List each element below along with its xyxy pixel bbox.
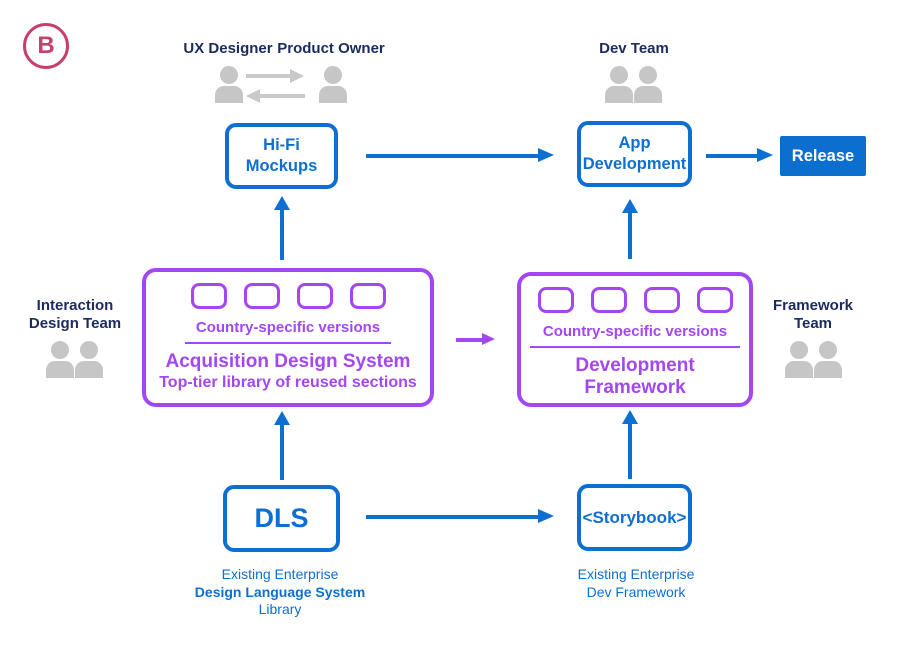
person-head-icon bbox=[220, 66, 238, 84]
devframework-title-line1: Development bbox=[575, 355, 695, 376]
arrow-head-icon bbox=[757, 148, 773, 162]
arrow-shaft bbox=[628, 422, 632, 479]
node-dls: DLS bbox=[223, 485, 340, 552]
caption-storybook: Existing Enterprise Dev Framework bbox=[526, 566, 746, 601]
label-ux-designer: UX Designer bbox=[183, 40, 273, 57]
person-body-icon bbox=[46, 361, 74, 378]
person-icon-product-owner bbox=[319, 66, 347, 103]
label-product-owner: Product Owner bbox=[277, 40, 385, 57]
arrow-head-icon bbox=[538, 509, 554, 523]
arrow-head-icon bbox=[622, 410, 638, 424]
system-box-development-framework: Country-specific versions Development Fr… bbox=[517, 272, 753, 407]
arrow-shaft bbox=[628, 211, 632, 259]
country-version-chips bbox=[537, 287, 733, 313]
variant-badge: B bbox=[23, 23, 69, 69]
appdev-line1: App bbox=[618, 134, 651, 152]
hifi-line2: Mockups bbox=[245, 157, 318, 175]
devframework-title: Development Framework bbox=[575, 355, 694, 399]
label-framework-team: Framework Team bbox=[748, 297, 878, 333]
version-chip-icon bbox=[349, 283, 386, 309]
version-chip-icon bbox=[296, 283, 333, 309]
person-icon bbox=[605, 66, 633, 103]
label-interaction-line1: Interaction bbox=[36, 297, 114, 314]
person-head-icon bbox=[790, 341, 808, 359]
acquisition-subtitle: Top-tier library of reused sections bbox=[159, 374, 417, 391]
person-head-icon bbox=[324, 66, 342, 84]
label-dev-team: Dev Team bbox=[599, 40, 669, 57]
person-pair-icon-dev-team bbox=[605, 66, 662, 103]
version-chip-icon bbox=[590, 287, 627, 313]
version-chip-icon bbox=[190, 283, 227, 309]
devframework-title-line2: Framework bbox=[584, 377, 686, 398]
person-body-icon bbox=[605, 86, 633, 103]
version-chip-icon bbox=[537, 287, 574, 313]
label-interaction-line2: Design Team bbox=[28, 315, 122, 332]
person-icon bbox=[46, 341, 74, 378]
arrow-right-head-icon bbox=[290, 69, 304, 83]
country-version-chips bbox=[190, 283, 386, 309]
person-pair-icon-interaction-team bbox=[46, 341, 103, 378]
dls-caption-line1: Existing Enterprise bbox=[221, 566, 339, 582]
person-body-icon bbox=[634, 86, 662, 103]
person-icon bbox=[634, 66, 662, 103]
arrow-head-icon bbox=[622, 199, 638, 213]
person-body-icon bbox=[785, 361, 813, 378]
person-body-icon bbox=[215, 86, 243, 103]
divider bbox=[530, 346, 740, 348]
arrow-shaft bbox=[280, 423, 284, 480]
arrow-right-shaft-icon bbox=[246, 74, 292, 78]
acquisition-title: Acquisition Design System bbox=[165, 351, 411, 372]
arrow-shaft bbox=[366, 515, 542, 519]
person-body-icon bbox=[814, 361, 842, 378]
appdev-line2: Development bbox=[582, 155, 687, 173]
acquisition-versions-label: Country-specific versions bbox=[195, 319, 381, 336]
arrow-head-icon bbox=[274, 411, 290, 425]
arrow-head-icon bbox=[482, 333, 495, 345]
person-head-icon bbox=[610, 66, 628, 84]
person-head-icon bbox=[51, 341, 69, 359]
hifi-line1: Hi-Fi bbox=[263, 136, 300, 154]
dls-caption-line2: Design Language System bbox=[194, 583, 366, 600]
arrow-head-icon bbox=[538, 148, 554, 162]
node-release: Release bbox=[780, 136, 866, 176]
arrow-head-icon bbox=[274, 196, 290, 210]
person-head-icon bbox=[80, 341, 98, 359]
arrow-left-head-icon bbox=[246, 89, 260, 103]
person-icon bbox=[785, 341, 813, 378]
person-head-icon bbox=[819, 341, 837, 359]
dls-caption-line3: Library bbox=[258, 601, 302, 617]
person-pair-icon-framework-team bbox=[785, 341, 842, 378]
person-icon-ux-designer bbox=[215, 66, 243, 103]
label-framework-line2: Team bbox=[793, 315, 833, 332]
label-framework-line1: Framework bbox=[772, 297, 854, 314]
version-chip-icon bbox=[643, 287, 680, 313]
person-icon bbox=[814, 341, 842, 378]
node-app-development: App Development bbox=[577, 121, 692, 187]
person-body-icon bbox=[319, 86, 347, 103]
arrow-shaft bbox=[706, 154, 759, 158]
node-hifi-mockups: Hi-Fi Mockups bbox=[225, 123, 338, 189]
person-body-icon bbox=[75, 361, 103, 378]
arrow-shaft bbox=[280, 208, 284, 260]
variant-badge-label: B bbox=[37, 32, 55, 59]
storybook-caption-line1: Existing Enterprise bbox=[577, 566, 695, 582]
label-interaction-design-team: Interaction Design Team bbox=[10, 297, 140, 333]
devframework-versions-label: Country-specific versions bbox=[542, 323, 728, 340]
version-chip-icon bbox=[243, 283, 280, 309]
arrow-shaft bbox=[366, 154, 542, 158]
person-head-icon bbox=[639, 66, 657, 84]
arrow-shaft bbox=[456, 338, 484, 342]
divider bbox=[185, 342, 391, 344]
version-chip-icon bbox=[696, 287, 733, 313]
system-box-acquisition-design-system: Country-specific versions Acquisition De… bbox=[142, 268, 434, 407]
person-icon bbox=[75, 341, 103, 378]
arrow-left-shaft-icon bbox=[259, 94, 305, 98]
storybook-caption-line2: Dev Framework bbox=[586, 583, 686, 600]
caption-dls: Existing Enterprise Design Language Syst… bbox=[170, 566, 390, 619]
node-storybook: <Storybook> bbox=[577, 484, 692, 551]
